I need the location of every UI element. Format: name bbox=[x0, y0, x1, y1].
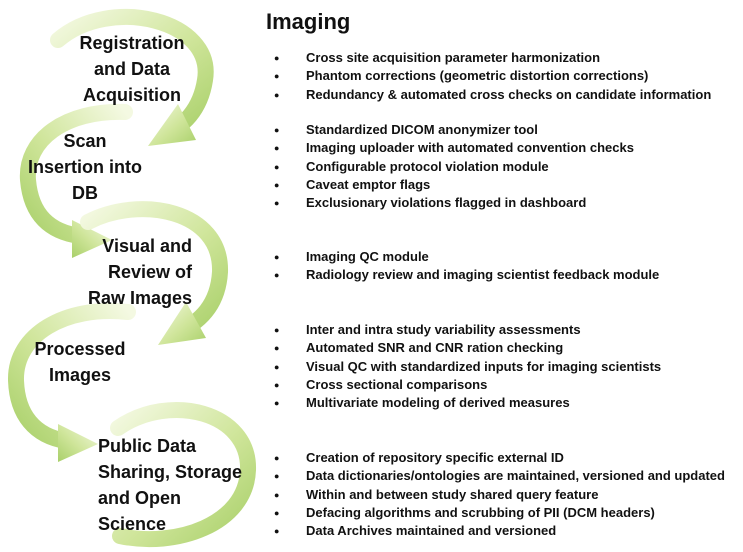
list-item: Data dictionaries/ontologies are maintai… bbox=[272, 467, 725, 486]
list-item: Radiology review and imaging scientist f… bbox=[272, 266, 659, 285]
feature-list-review: Imaging QC module Radiology review and i… bbox=[272, 248, 659, 285]
list-item: Configurable protocol violation module bbox=[272, 158, 634, 177]
feature-list-acquisition: Cross site acquisition parameter harmoni… bbox=[272, 49, 711, 104]
stage-public-data-label: Public Data Sharing, Storage and Open Sc… bbox=[98, 436, 243, 534]
stage-visual-review-label: Visual and Review of Raw Images bbox=[87, 236, 192, 308]
list-item: Defacing algorithms and scrubbing of PII… bbox=[272, 504, 725, 523]
page-title: Imaging bbox=[266, 9, 351, 34]
list-item: Automated SNR and CNR ration checking bbox=[272, 339, 661, 358]
list-item: Exclusionary violations flagged in dashb… bbox=[272, 194, 634, 213]
list-item: Imaging uploader with automated conventi… bbox=[272, 139, 634, 158]
stage-registration-label: Registration and Data Acquisition bbox=[79, 33, 185, 105]
arrow-5 bbox=[110, 402, 257, 548]
list-item: Redundancy & automated cross checks on c… bbox=[272, 86, 711, 105]
feature-list-insertion: Standardized DICOM anonymizer tool Imagi… bbox=[272, 121, 634, 213]
stage-processed-images-label: Processed Images bbox=[34, 339, 126, 385]
list-item: Within and between study shared query fe… bbox=[272, 486, 725, 505]
list-item: Inter and intra study variability assess… bbox=[272, 321, 661, 340]
list-item: Phantom corrections (geometric distortio… bbox=[272, 67, 711, 86]
list-item: Cross sectional comparisons bbox=[272, 376, 661, 395]
list-item: Data Archives maintained and versioned bbox=[272, 522, 725, 541]
arrow-1 bbox=[50, 9, 214, 146]
arrow-2 bbox=[19, 103, 133, 258]
list-item: Creation of repository specific external… bbox=[272, 449, 725, 468]
arrow-3 bbox=[80, 201, 229, 345]
list-item: Imaging QC module bbox=[272, 248, 659, 267]
list-item: Standardized DICOM anonymizer tool bbox=[272, 121, 634, 140]
list-item: Multivariate modeling of derived measure… bbox=[272, 394, 661, 413]
feature-list-public-data: Creation of repository specific external… bbox=[272, 449, 725, 541]
feature-list-processed: Inter and intra study variability assess… bbox=[272, 321, 661, 413]
list-item: Cross site acquisition parameter harmoni… bbox=[272, 49, 711, 68]
stage-scan-insertion-label: Scan Insertion into DB bbox=[28, 131, 142, 203]
arrow-4 bbox=[7, 303, 136, 462]
list-item: Caveat emptor flags bbox=[272, 176, 634, 195]
list-item: Visual QC with standardized inputs for i… bbox=[272, 358, 661, 377]
